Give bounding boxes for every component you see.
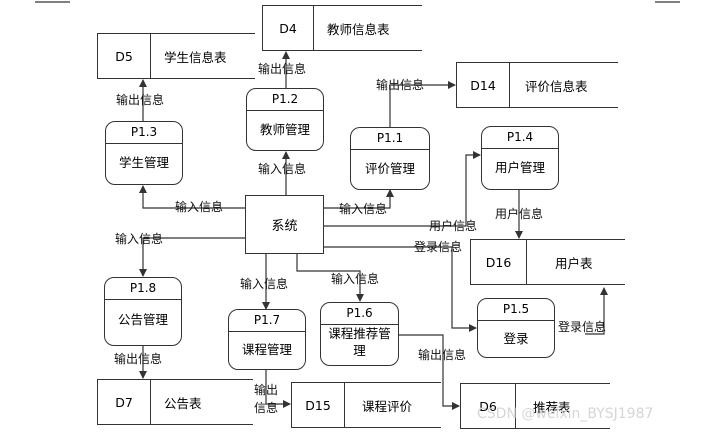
- process-id: P1.3: [130, 125, 158, 139]
- flow-sys-p13: [139, 185, 245, 209]
- process-id: P1.1: [376, 131, 404, 145]
- flow-label: 登录信息: [558, 320, 607, 334]
- flow-label: 输入信息: [240, 277, 289, 291]
- process-p17: P1.7 课程管理: [228, 309, 306, 370]
- store-name: 用户表: [555, 255, 593, 271]
- store-id: D14: [457, 63, 510, 107]
- process-name: 课程推荐管理: [328, 326, 391, 358]
- flow-sys-p11: [324, 189, 394, 209]
- system-box: 系统: [245, 195, 324, 254]
- process-id: P1.6: [346, 306, 373, 320]
- flow-p17-d15: [265, 370, 291, 408]
- process-id: P1.5: [502, 302, 530, 316]
- flow-p15-d16: [585, 287, 608, 335]
- store-name: 推荐表: [533, 399, 571, 415]
- process-name: 课程管理: [241, 342, 292, 357]
- store-name: 课程评价: [362, 398, 413, 414]
- store-d15: D15 课程评价: [291, 382, 441, 428]
- store-d7: D7 公告表: [97, 379, 253, 425]
- flow-p11-d14: [389, 81, 456, 127]
- process-p11: P1.1 评价管理: [350, 127, 430, 190]
- process-p15: P1.5 登录: [477, 298, 555, 358]
- flow-label: 输入信息: [258, 162, 307, 176]
- process-name: 评价管理: [364, 161, 415, 176]
- flow-label: 用户信息: [495, 207, 544, 221]
- flow-p16-d6: [398, 334, 460, 410]
- store-id: D7: [98, 380, 151, 424]
- process-id: P1.7: [253, 313, 281, 327]
- process-id: P1.8: [129, 281, 157, 295]
- process-id: P1.4: [506, 130, 534, 144]
- flow-sys-p14: [324, 151, 481, 227]
- process-name: 学生管理: [118, 155, 169, 170]
- store-id: D4: [263, 6, 314, 50]
- flow-label: 输入信息: [115, 232, 164, 246]
- flow-label: 输入信息: [339, 202, 388, 216]
- flow-sys-p18: [139, 237, 245, 277]
- flow-label: 输入信息: [175, 200, 224, 214]
- process-p16: P1.6 课程推荐管理: [320, 302, 399, 366]
- store-d5: D5 学生信息表: [97, 33, 255, 79]
- process-name: 登录: [503, 331, 529, 346]
- flow-label: 输出: [254, 383, 279, 397]
- process-p13: P1.3 学生管理: [105, 121, 183, 185]
- store-d6: D6 推荐表: [460, 383, 610, 429]
- store-id: D15: [292, 383, 345, 427]
- flow-label: 输出信息: [114, 352, 163, 366]
- store-name: 公告表: [164, 395, 202, 411]
- store-id: D6: [461, 384, 516, 428]
- flow-label: 输出信息: [376, 78, 425, 92]
- process-name: 教师管理: [259, 122, 310, 137]
- flow-label: 用户信息: [429, 219, 478, 233]
- process-name: 用户管理: [494, 160, 545, 175]
- store-name: 评价信息表: [525, 78, 588, 94]
- process-p18: P1.8 公告管理: [104, 277, 182, 346]
- store-d16: D16 用户表: [470, 239, 625, 285]
- process-p14: P1.4 用户管理: [481, 126, 559, 190]
- flow-sys-p15: [324, 246, 477, 332]
- flow-label: 输出信息: [258, 62, 307, 76]
- process-name: 公告管理: [117, 312, 168, 327]
- store-name: 学生信息表: [164, 49, 227, 65]
- store-id: D16: [471, 240, 527, 284]
- store-d4: D4 教师信息表: [262, 5, 422, 51]
- flow-label: 输出信息: [116, 93, 165, 107]
- watermark: CSDN @weixin_BYSJ1987: [477, 406, 654, 422]
- flow-label: 登录信息: [414, 240, 463, 254]
- flow-label: 输入信息: [331, 272, 380, 286]
- process-id: P1.2: [271, 92, 299, 106]
- store-id: D5: [98, 34, 151, 78]
- flow-label: 输出信息: [418, 348, 467, 362]
- process-p12: P1.2 教师管理: [246, 88, 324, 151]
- store-d14: D14 评价信息表: [456, 62, 618, 108]
- flow-sys-p16: [296, 254, 364, 302]
- store-name: 教师信息表: [327, 21, 390, 37]
- flow-label: 信息: [254, 401, 279, 415]
